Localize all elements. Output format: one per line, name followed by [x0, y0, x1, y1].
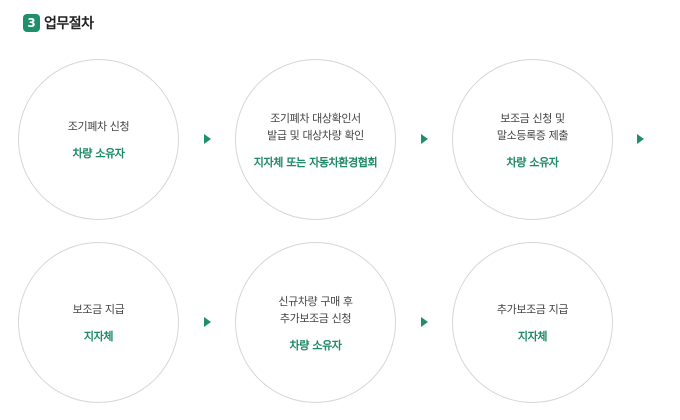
arrow-right-icon — [204, 317, 211, 327]
process-step-4: 보조금 지급 지자체 — [18, 242, 179, 403]
step-actor: 지자체 — [83, 330, 114, 343]
step-actor: 차량 소유자 — [289, 338, 342, 352]
step-description: 조기폐차 신청 — [67, 120, 130, 133]
step-description: 보조금 신청 및 말소등록증 제출 — [496, 111, 569, 142]
step-description: 추가보조금 지급 — [496, 303, 569, 316]
arrow-right-icon — [421, 317, 428, 327]
step-description: 보조금 지급 — [72, 303, 125, 316]
step-description: 조기폐차 대상확인서 발급 및 대상차량 확인 — [267, 111, 364, 142]
process-step-6: 추가보조금 지급 지자체 — [452, 242, 613, 403]
process-step-2: 조기폐차 대상확인서 발급 및 대상차량 확인 지자체 또는 자동차환경협회 — [235, 59, 396, 220]
section-header: 3 업무절차 — [23, 13, 94, 33]
section-number-badge: 3 — [23, 14, 40, 32]
step-actor: 지자체 — [517, 330, 548, 343]
step-actor: 차량 소유자 — [506, 155, 559, 169]
arrow-right-icon — [637, 134, 644, 144]
process-step-5: 신규차량 구매 후 추가보조금 신청 차량 소유자 — [235, 242, 396, 403]
arrow-right-icon — [204, 134, 211, 144]
arrow-right-icon — [421, 134, 428, 144]
step-description: 신규차량 구매 후 추가보조금 신청 — [278, 294, 353, 325]
process-step-3: 보조금 신청 및 말소등록증 제출 차량 소유자 — [452, 59, 613, 220]
process-step-1: 조기폐차 신청 차량 소유자 — [18, 59, 179, 220]
step-actor: 지자체 또는 자동차환경협회 — [253, 155, 378, 169]
section-title: 업무절차 — [44, 16, 94, 32]
step-actor: 차량 소유자 — [72, 147, 125, 160]
